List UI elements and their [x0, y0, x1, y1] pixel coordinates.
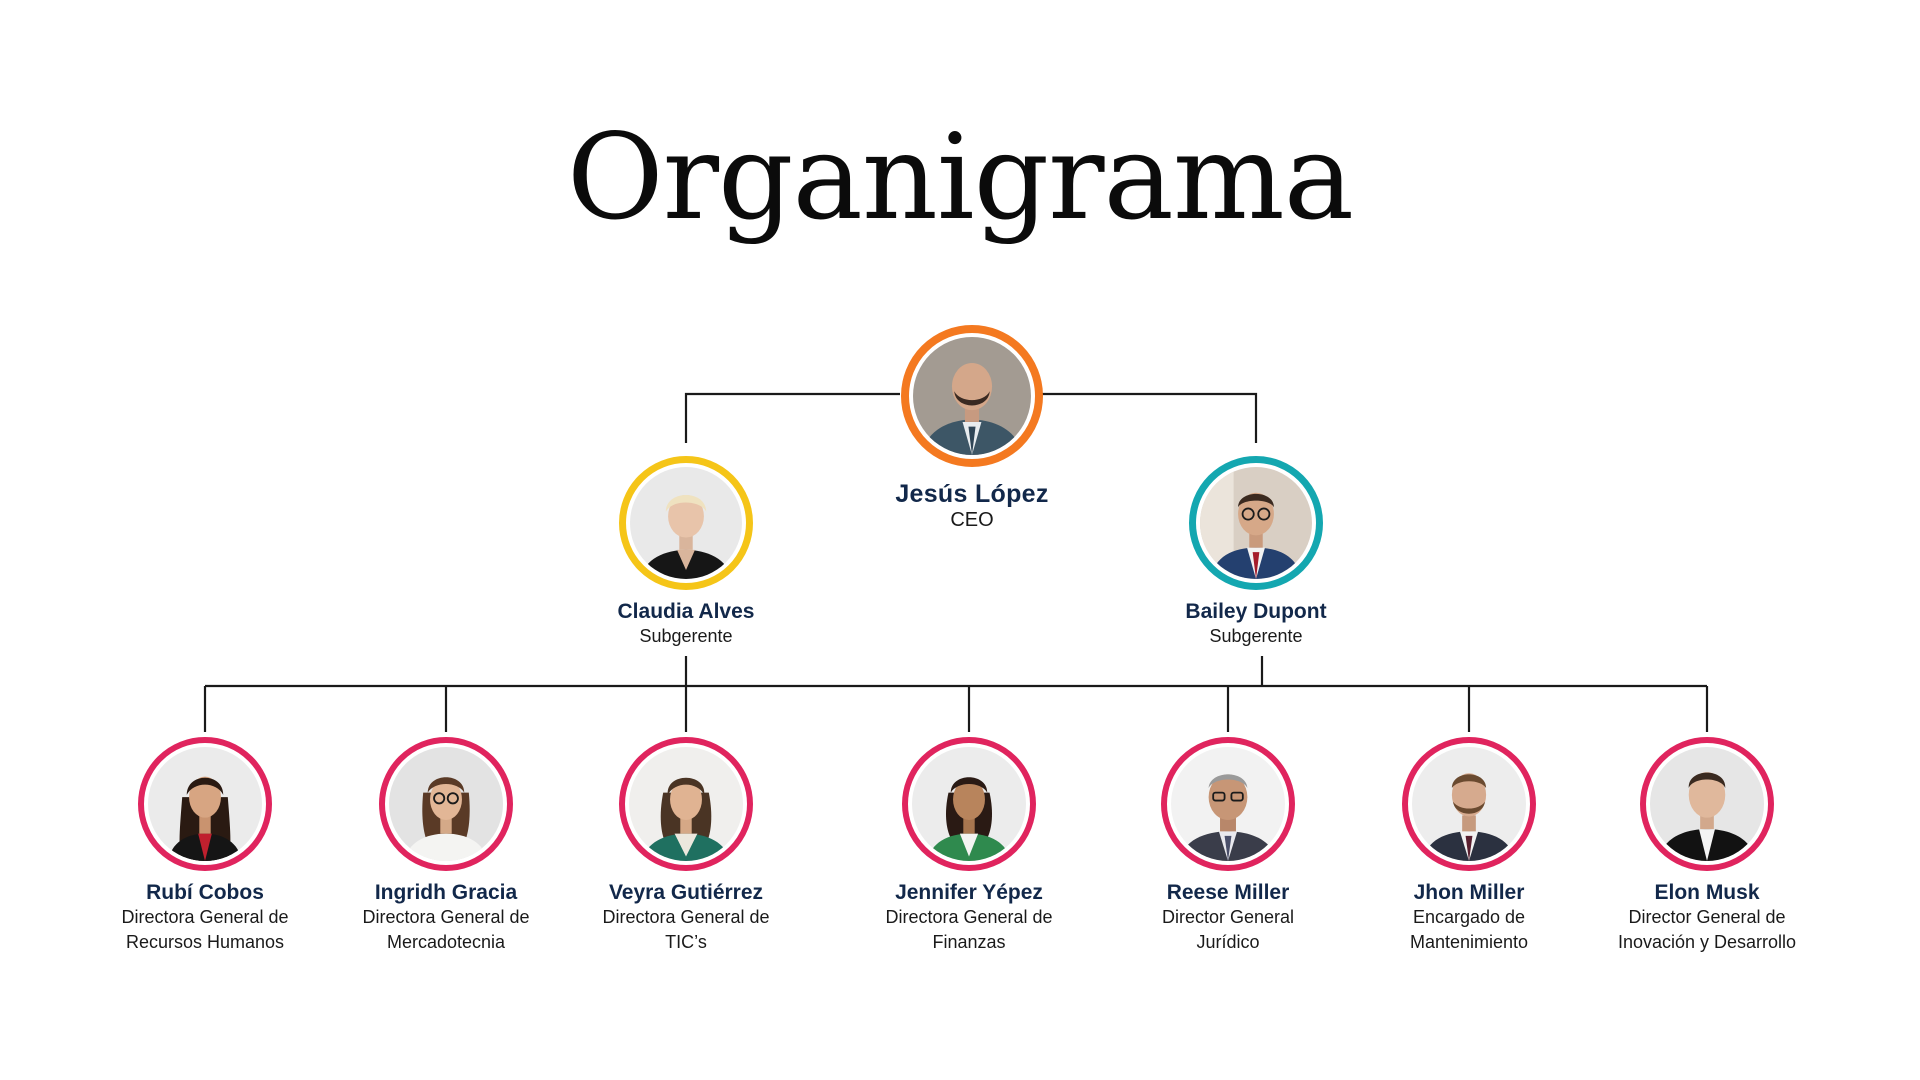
page-title: Organigrama — [566, 108, 1354, 246]
director-role-line-2: Jurídico — [1196, 932, 1260, 952]
director-role-line-2: Mercadotecnia — [386, 932, 506, 952]
woman-glasses-white-icon — [389, 747, 503, 861]
director-role-line-1: Directora General de — [121, 907, 289, 927]
director-role-line-1: Director General de — [1628, 907, 1786, 927]
woman-green-blazer-icon — [912, 747, 1026, 861]
node-director-jennifer[interactable]: Jennifer Yépez Directora General de Fina… — [819, 737, 1119, 955]
director-role-line-1: Directora General de — [362, 907, 530, 927]
director-role-line-2: Inovación y Desarrollo — [1617, 932, 1797, 952]
node-director-rubi[interactable]: Rubí Cobos Directora General de Recursos… — [55, 737, 355, 955]
avatar-jennifer — [902, 737, 1036, 871]
ceo-name: Jesús López — [895, 480, 1049, 508]
node-ceo[interactable]: Jesús López CEO — [822, 325, 1122, 533]
director-name: Veyra Gutiérrez — [608, 881, 764, 904]
avatar-bailey — [1189, 456, 1323, 590]
woman-blonde-short-icon — [630, 467, 742, 579]
director-role-line-2: Recursos Humanos — [125, 932, 285, 952]
node-director-elon[interactable]: Elon Musk Director General de Inovación … — [1557, 737, 1857, 955]
avatar-ceo — [901, 325, 1043, 467]
director-name: Reese Miller — [1166, 881, 1290, 904]
avatar-elon — [1640, 737, 1774, 871]
director-role-line-2: Finanzas — [932, 932, 1006, 952]
avatar-ingridh — [379, 737, 513, 871]
connector-ceo-bailey — [1038, 392, 1258, 443]
man-glasses-suit-icon — [1200, 467, 1312, 579]
director-role-line-2: TIC’s — [665, 932, 707, 952]
node-director-jhon[interactable]: Jhon Miller Encargado de Mantenimiento — [1319, 737, 1619, 955]
director-role-line-1: Director General — [1161, 907, 1295, 927]
connector-ceo-claudia — [684, 392, 900, 443]
director-name: Jhon Miller — [1413, 881, 1525, 904]
node-director-ingridh[interactable]: Ingridh Gracia Directora General de Merc… — [296, 737, 596, 955]
director-role-line-1: Directora General de — [885, 907, 1053, 927]
man-glasses-grey-hair-icon — [1171, 747, 1285, 861]
man-beard-suit-icon — [1412, 747, 1526, 861]
subgerente-role: Subgerente — [1209, 626, 1303, 646]
director-name: Jennifer Yépez — [895, 881, 1043, 904]
node-subgerente-bailey[interactable]: Bailey Dupont Subgerente — [1106, 456, 1406, 649]
avatar-jhon — [1402, 737, 1536, 871]
woman-green-jacket-icon — [629, 747, 743, 861]
man-suit-bald-icon — [913, 337, 1031, 455]
avatar-veyra — [619, 737, 753, 871]
woman-dark-hair-icon — [148, 747, 262, 861]
subgerente-name: Claudia Alves — [617, 600, 755, 623]
node-director-reese[interactable]: Reese Miller Director General Jurídico — [1078, 737, 1378, 955]
subgerente-name: Bailey Dupont — [1185, 600, 1327, 623]
ceo-role: CEO — [950, 509, 994, 531]
director-name: Elon Musk — [1654, 881, 1760, 904]
avatar-claudia — [619, 456, 753, 590]
subgerente-role: Subgerente — [639, 626, 733, 646]
director-name: Ingridh Gracia — [374, 881, 518, 904]
director-role-line-1: Directora General de — [602, 907, 770, 927]
director-name: Rubí Cobos — [146, 881, 264, 904]
avatar-rubi — [138, 737, 272, 871]
man-black-suit-icon — [1650, 747, 1764, 861]
node-director-veyra[interactable]: Veyra Gutiérrez Directora General de TIC… — [536, 737, 836, 955]
avatar-reese — [1161, 737, 1295, 871]
node-subgerente-claudia[interactable]: Claudia Alves Subgerente — [536, 456, 836, 649]
director-role-line-1: Encargado de — [1412, 907, 1526, 927]
director-role-line-2: Mantenimiento — [1409, 932, 1529, 952]
